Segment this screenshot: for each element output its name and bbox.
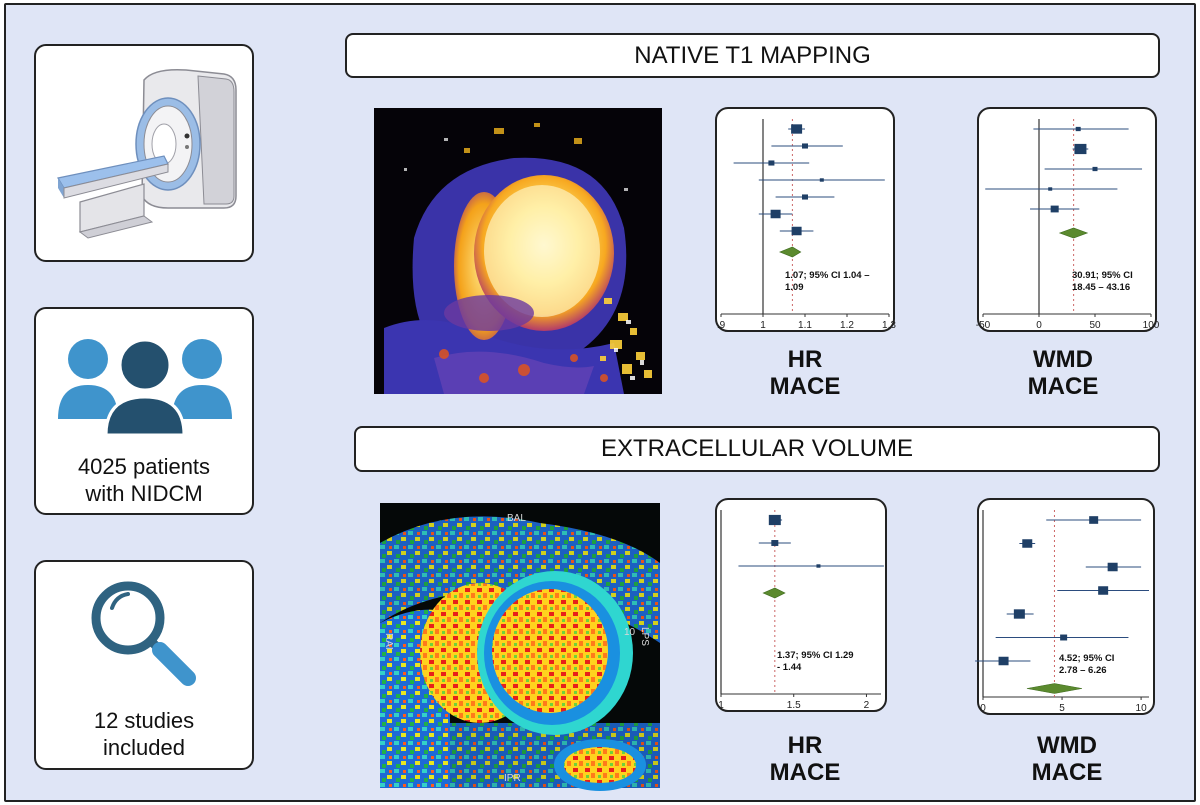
study-estimate-square [1048, 187, 1053, 191]
t1-hr-caption: HR MACE [735, 346, 875, 400]
pooled-estimate-diamond [1058, 227, 1089, 239]
study-estimate-square [1089, 516, 1099, 524]
study-estimate-square [998, 656, 1009, 666]
mri-orientation-number: 10 [624, 627, 636, 638]
mri-orientation-left: RAI [383, 633, 394, 650]
x-tick-label: 50 [1089, 320, 1101, 331]
x-tick-label: 0 [1036, 320, 1042, 331]
study-estimate-square [802, 143, 808, 149]
plot-card [977, 107, 1157, 332]
study-estimate-square [1092, 166, 1098, 172]
study-estimate-square [1013, 609, 1025, 619]
patients-group-icon [58, 338, 232, 437]
study-estimate-square [1022, 539, 1033, 548]
pooled-ci-text-line2: 2.78 – 6.26 [1059, 665, 1107, 676]
studies-card: 12 studies included [34, 560, 254, 770]
studies-line-1: 12 studies [93, 708, 195, 733]
ecv-wmd-caption-line2: MACE [1031, 759, 1103, 786]
study-estimate-square [816, 564, 821, 568]
mri-scanner-card [34, 44, 254, 262]
pooled-ci-text-line2: 18.45 – 43.16 [1072, 282, 1130, 293]
t1-hr-forest-plot: .9 1 1.1 1.2 1.3 1.07; 95% CI 1.04 –1.09 [715, 107, 896, 332]
plot-card [715, 107, 895, 332]
study-estimate-square [1098, 586, 1109, 595]
magnifier-icon [91, 581, 196, 686]
t1-wmd-caption: WMD MACE [993, 346, 1133, 400]
pooled-ci-text-line2: 1.09 [785, 282, 804, 293]
study-estimate-square [1074, 143, 1087, 155]
x-tick-label: 0 [980, 703, 986, 714]
x-tick-label: -50 [976, 320, 991, 331]
t1-wmd-caption-line1: WMD [1033, 346, 1093, 373]
pooled-ci-text-line2: - 1.44 [777, 662, 802, 673]
patients-line-1: 4025 patients [77, 454, 211, 479]
x-tick-label: 1.5 [787, 700, 801, 711]
pooled-estimate-diamond [1026, 683, 1083, 694]
pooled-ci-text-line1: 1.07; 95% CI 1.04 – [785, 270, 870, 281]
study-estimate-square [1107, 562, 1118, 572]
ecv-wmd-caption-line1: WMD [1037, 732, 1097, 759]
ecv-hr-caption: HR MACE [735, 732, 875, 786]
x-tick-label: .9 [717, 320, 726, 331]
x-tick-label: 5 [1059, 703, 1065, 714]
x-tick-label: 1 [760, 320, 766, 331]
pooled-estimate-diamond [762, 587, 786, 599]
ecv-hr-caption-line2: MACE [769, 759, 841, 786]
study-estimate-square [771, 540, 779, 546]
x-tick-label: 10 [1136, 703, 1148, 714]
mri-orientation-top: BAL [507, 513, 526, 524]
study-estimate-square [768, 160, 775, 166]
study-estimate-square [802, 194, 808, 200]
study-estimate-square [1075, 126, 1081, 132]
mri-scanner-icon [57, 68, 237, 239]
study-estimate-square [791, 124, 803, 134]
study-estimate-square [819, 178, 824, 182]
mri-orientation-bottom: IPR [504, 773, 521, 784]
x-tick-label: 1 [718, 700, 724, 711]
plot-card [977, 498, 1155, 715]
studies-count-text: 12 studies included [36, 707, 252, 761]
extracellular-volume-banner: EXTRACELLULAR VOLUME [354, 426, 1160, 472]
study-estimate-square [770, 209, 781, 219]
x-tick-label: 100 [1143, 320, 1160, 331]
ecv-mri-image: BAL RAI LPS 10 IPR [380, 503, 660, 791]
t1-wmd-caption-line2: MACE [1027, 373, 1099, 400]
study-estimate-square [791, 226, 802, 236]
pooled-ci-text-line1: 4.52; 95% CI [1059, 653, 1114, 664]
plot-card [715, 498, 887, 712]
extracellular-volume-title: EXTRACELLULAR VOLUME [600, 435, 914, 462]
native-t1-mapping-title: NATIVE T1 MAPPING [634, 42, 871, 69]
studies-line-2: included [103, 735, 185, 760]
ecv-hr-caption-line1: HR [787, 732, 823, 759]
study-estimate-square [768, 514, 781, 526]
x-tick-label: 1.2 [840, 320, 854, 331]
ecv-hr-forest-plot: 1 1.5 2 1.37; 95% CI 1.29- 1.44 [715, 498, 887, 712]
mri-orientation-right: LPS [639, 627, 650, 646]
ecv-wmd-forest-plot: 0 5 10 4.52; 95% CI2.78 – 6.26 [975, 498, 1155, 715]
pooled-ci-text-line1: 1.37; 95% CI 1.29 [777, 650, 854, 661]
ecv-wmd-caption: WMD MACE [997, 732, 1137, 786]
x-tick-label: 1.3 [882, 320, 896, 331]
patients-card: 4025 patients with NIDCM [34, 307, 254, 515]
t1-hr-caption-line1: HR [787, 346, 823, 373]
pooled-estimate-diamond [778, 246, 802, 258]
x-tick-label: 1.1 [798, 320, 812, 331]
native-t1-mapping-banner: NATIVE T1 MAPPING [345, 33, 1160, 78]
x-tick-label: 2 [864, 700, 870, 711]
t1-hr-caption-line2: MACE [769, 373, 841, 400]
study-estimate-square [1050, 205, 1059, 213]
native-t1-mri-image [374, 108, 662, 394]
patients-count-text: 4025 patients with NIDCM [36, 453, 252, 507]
pooled-ci-text-line1: 30.91; 95% CI [1072, 270, 1133, 281]
study-estimate-square [1060, 634, 1068, 641]
patients-line-2: with NIDCM [85, 481, 203, 506]
